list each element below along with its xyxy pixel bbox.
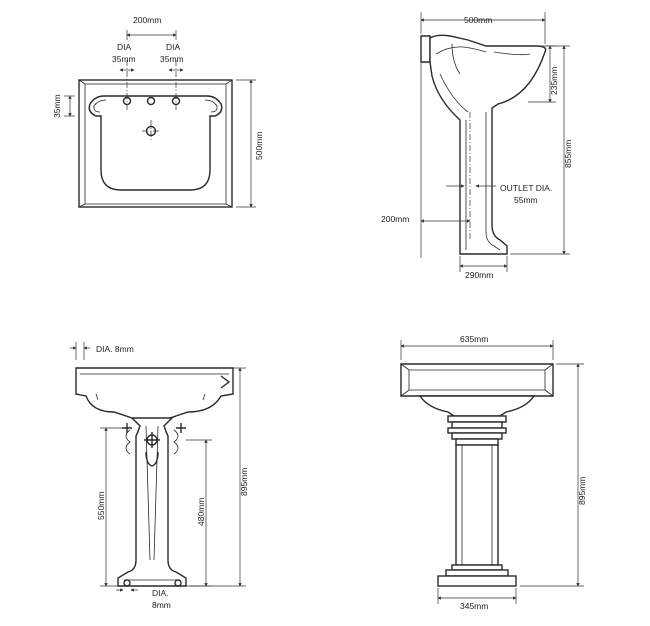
- side-basin-profile: [429, 34, 547, 255]
- plan-dim-35-vertical: 35mm: [52, 94, 62, 118]
- plan-dia-left: DIA: [117, 42, 132, 52]
- front-view: 635mm 895mm 345mm: [400, 334, 587, 611]
- side-dim-855: 855mm: [563, 140, 573, 168]
- front-dim-635: 635mm: [460, 334, 488, 344]
- section-dim-895: 895mm: [239, 468, 249, 496]
- front-column: [455, 444, 499, 566]
- front-plinth: [437, 575, 517, 587]
- plan-view: 200mm DIA 35mm DIA 35mm 35mm 500mm: [52, 15, 264, 208]
- section-dim-480: 480mm: [196, 498, 206, 526]
- front-basin: [400, 363, 554, 397]
- section-basin-top: [75, 367, 234, 424]
- plan-dia-right-value: 35mm: [160, 54, 184, 64]
- side-view: 500mm 235mm 855mm OUTLET DIA. 55mm 200mm…: [381, 12, 573, 280]
- front-dim-895: 895mm: [577, 477, 587, 505]
- section-dia-bottom-value: 8mm: [152, 600, 171, 610]
- side-dim-200: 200mm: [381, 214, 409, 224]
- side-dim-500: 500mm: [464, 15, 492, 25]
- section-dim-550: 550mm: [96, 492, 106, 520]
- plan-dim-200: 200mm: [133, 15, 161, 25]
- side-dim-235: 235mm: [549, 67, 559, 95]
- front-dim-345: 345mm: [460, 601, 488, 611]
- plan-dia-right: DIA: [166, 42, 181, 52]
- section-view: DIA. 8mm 550mm 480mm 895mm DIA. 8mm: [70, 342, 249, 610]
- section-dia-top: DIA. 8mm: [96, 344, 134, 354]
- section-dia-bottom: DIA.: [152, 588, 169, 598]
- side-dim-290: 290mm: [465, 270, 493, 280]
- plan-dia-left-value: 35mm: [112, 54, 136, 64]
- plan-basin-outline: [78, 79, 233, 208]
- front-capital: [418, 395, 536, 417]
- plan-dim-500: 500mm: [254, 132, 264, 160]
- side-outlet-label: OUTLET DIA.: [500, 183, 552, 193]
- side-outlet-value: 55mm: [514, 195, 538, 205]
- plan-bowl: [88, 95, 223, 191]
